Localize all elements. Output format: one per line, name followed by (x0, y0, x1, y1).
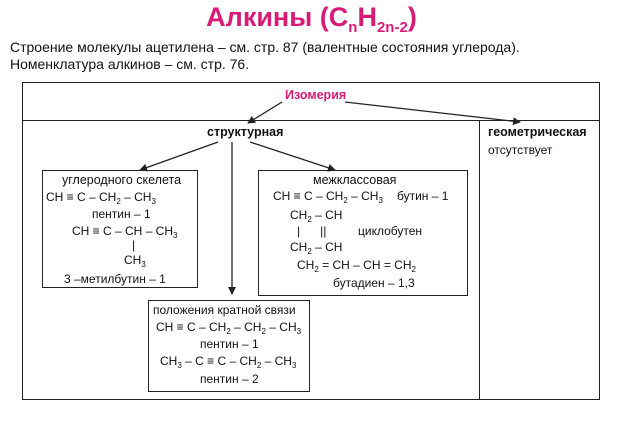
bondpos-formula-1: CH ≡ C – CH2 – CH2 – CH3 (156, 320, 302, 336)
interclass-formula-1: CH ≡ C – CH2 – CH3 (273, 189, 383, 205)
interclass-formula-3: CH2 = CH – CH = CH2 (297, 258, 416, 274)
bondpos-name-1: пентин – 1 (200, 337, 259, 351)
ring-top: CH2 – CH (290, 208, 343, 224)
geometric-label: геометрическая (488, 125, 587, 139)
ring-bottom: CH2 – CH (290, 240, 343, 256)
box-bond-position (148, 300, 310, 392)
skeleton-formula-1: CH ≡ C – CH2 – CH3 (46, 190, 156, 206)
interclass-heading: межклассовая (313, 173, 397, 187)
skeleton-heading: углеродного скелета (62, 173, 182, 187)
ring-mid: | || (297, 224, 327, 238)
bondpos-formula-2: CH3 – C ≡ C – CH2 – CH3 (160, 354, 297, 370)
intro-line-structure: Строение молекулы ацетилена – см. стр. 8… (10, 39, 520, 55)
frame-divider (22, 120, 600, 121)
ring-name: циклобутен (358, 224, 423, 238)
intro-line-nomenclature: Номенклатура алкинов – см. стр. 76. (10, 56, 250, 72)
skeleton-branch-bar: | (132, 238, 136, 252)
skeleton-formula-2: CH ≡ C – CH – CH3 (72, 224, 178, 240)
page-title: Алкины (CnH2n-2) (206, 2, 417, 36)
structural-label: структурная (207, 125, 284, 139)
box-interclass (258, 170, 468, 296)
interclass-name-1: бутин – 1 (397, 189, 449, 203)
root-label: Изомерия (285, 88, 347, 102)
column-divider (479, 120, 480, 400)
geometric-note: отсутствует (488, 143, 553, 157)
arrow-structural-skeleton (139, 141, 219, 172)
diagram-frame (22, 82, 600, 400)
interclass-name-3: бутадиен – 1,3 (333, 276, 415, 290)
bondpos-name-2: пентин – 2 (200, 372, 259, 386)
skeleton-branch: CH3 (124, 253, 146, 269)
bondpos-heading: положения кратной связи (153, 303, 296, 317)
skeleton-name-2: 3 –метилбутин – 1 (64, 272, 166, 286)
arrow-root-geometric (344, 101, 521, 126)
arrow-structural-interclass (249, 141, 336, 172)
arrow-root-structural (247, 101, 283, 124)
skeleton-name-1: пентин – 1 (92, 207, 151, 221)
box-carbon-skeleton (42, 170, 198, 288)
